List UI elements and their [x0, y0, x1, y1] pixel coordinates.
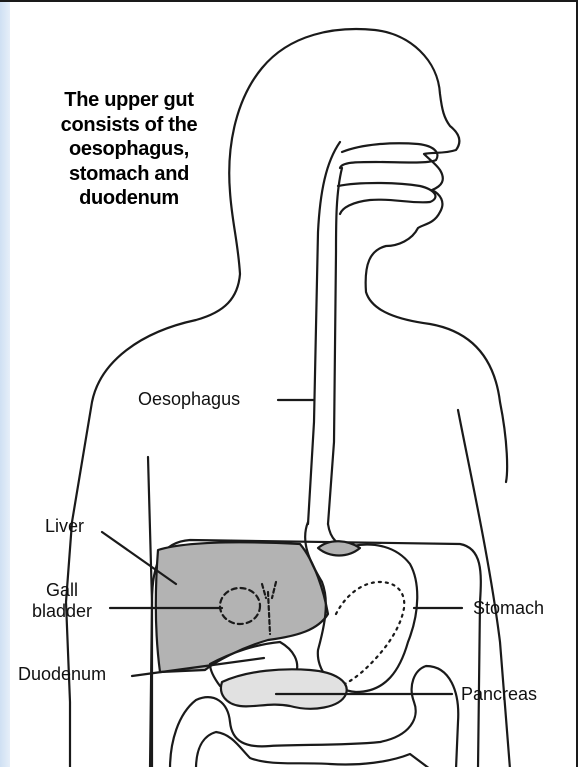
- pancreas-shape: [221, 669, 347, 708]
- caption-line: stomach and: [30, 162, 228, 187]
- body-outline-right: [458, 410, 510, 767]
- label-gall-bladder: Gall bladder: [24, 580, 100, 622]
- caption-line: consists of the: [30, 113, 228, 138]
- caption-line: The upper gut: [30, 88, 228, 113]
- label-pancreas: Pancreas: [461, 684, 537, 705]
- label-liver: Liver: [45, 516, 84, 537]
- stomach-inner-dotted: [326, 582, 404, 687]
- label-bladder-line: bladder: [24, 601, 100, 622]
- label-gall-line: Gall: [24, 580, 100, 601]
- diagram-caption: The upper gut consists of the oesophagus…: [30, 88, 228, 211]
- oral-cavity: [338, 183, 435, 214]
- caption-line: oesophagus,: [30, 137, 228, 162]
- stomach-fundus: [318, 541, 360, 555]
- oesophagus-tube-right: [328, 168, 342, 524]
- label-oesophagus: Oesophagus: [138, 389, 240, 410]
- label-stomach: Stomach: [473, 598, 544, 619]
- label-duodenum: Duodenum: [18, 664, 106, 685]
- caption-line: duodenum: [30, 186, 228, 211]
- nasal-cavity: [340, 143, 437, 168]
